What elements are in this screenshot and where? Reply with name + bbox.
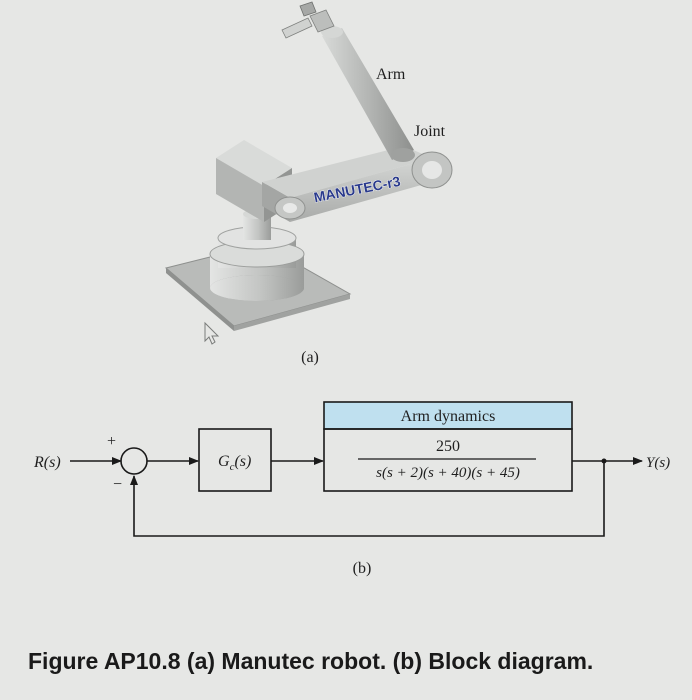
figure-caption: Figure AP10.8 (a) Manutec robot. (b) Blo… — [28, 648, 594, 674]
block-diagram: R(s) + − Gc(s) Arm dynamics 250 s(s + 2)… — [33, 401, 670, 577]
upper-arm — [281, 1, 415, 162]
sum-plus-sign: + — [107, 433, 116, 450]
feedback-path — [130, 461, 605, 537]
subfigure-b-label: (b) — [353, 560, 372, 577]
base-cylinder — [209, 209, 305, 301]
subfigure-a-label: (a) — [301, 349, 319, 366]
plant-numerator: 250 — [436, 438, 460, 455]
controller-block — [198, 428, 272, 492]
arm-label: Arm — [376, 66, 406, 83]
cursor-icon — [204, 321, 220, 345]
joint-label: Joint — [414, 123, 446, 140]
plant-header: Arm dynamics — [401, 408, 496, 425]
output-label: Y(s) — [646, 455, 670, 471]
boom: MANUTEC-r3 — [262, 146, 453, 222]
summing-junction — [120, 447, 148, 475]
plant-block: Arm dynamics 250 s(s + 2)(s + 40)(s + 45… — [323, 401, 573, 492]
robot-illustration: MANUTEC-r3 Arm Joint (a) — [164, 1, 453, 366]
input-label: R(s) — [33, 454, 61, 471]
sum-minus-sign: − — [113, 476, 122, 493]
plant-denominator: s(s + 2)(s + 40)(s + 45) — [376, 465, 520, 481]
controller-label: Gc(s) — [218, 453, 251, 473]
